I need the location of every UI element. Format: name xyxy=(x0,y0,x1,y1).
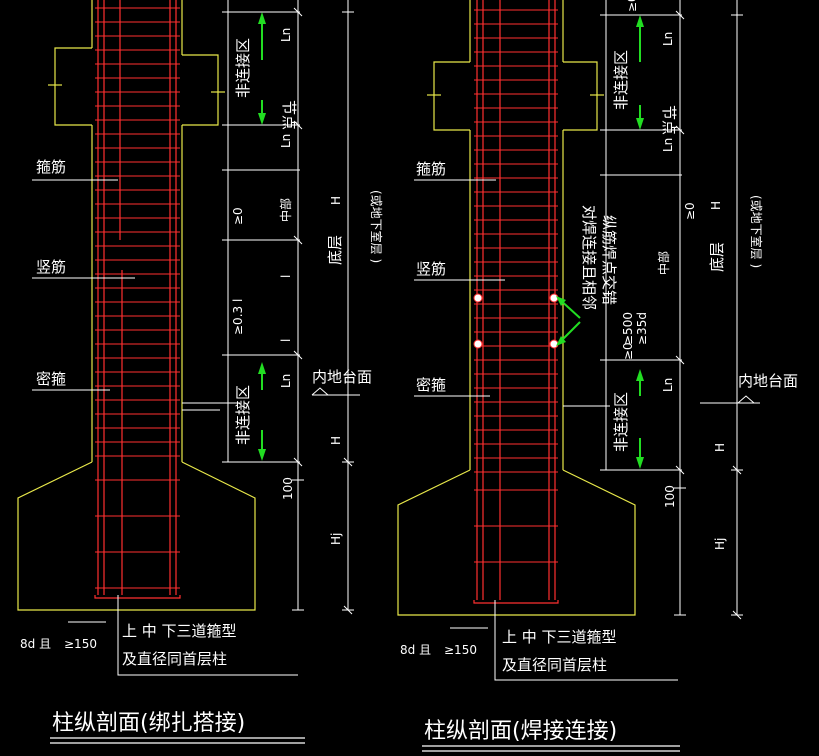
right-note-2: 及直径同首层柱 xyxy=(502,656,607,674)
right-dim-basement: (或地下室层 ) xyxy=(749,195,764,268)
left-column-outline xyxy=(17,0,256,611)
left-dim-ln-1: Ln xyxy=(279,28,293,42)
left-label-floor: 内地台面 xyxy=(312,368,372,386)
left-note-1: 上 中 下三道箍型 xyxy=(122,622,237,640)
right-dim-ln-1: Ln xyxy=(661,32,675,46)
left-column-section: 箍筋 竖筋 密箍 内地台面 非连接区 节点 非连接区 Ln Ln Ln ≥0 中… xyxy=(17,0,384,744)
right-rebar xyxy=(473,0,559,604)
left-note-2: 及直径同首层柱 xyxy=(122,650,227,668)
left-dim-lie-1: l xyxy=(279,275,293,278)
left-dim-ln-2: Ln xyxy=(279,134,293,148)
left-dim-h0: H xyxy=(329,436,343,445)
left-title: 柱纵剖面(绑扎搭接) xyxy=(52,711,245,736)
left-bottom-8d: 8d 且 xyxy=(20,637,51,651)
right-label-hoop: 箍筋 xyxy=(416,160,446,178)
left-dim-floor-level: 底层 xyxy=(326,235,344,265)
right-title-underline xyxy=(422,745,680,752)
left-label-hoop: 箍筋 xyxy=(36,158,66,176)
right-dim-hj: Hj xyxy=(713,538,727,550)
left-dim-lie-2: l xyxy=(279,339,293,342)
left-dim-03lie: ≥0.3 l xyxy=(231,299,245,335)
left-dim-basement: (或地下室层 ) xyxy=(369,190,384,263)
left-leaders xyxy=(32,179,360,676)
weld-point xyxy=(549,339,559,349)
left-floor-symbol xyxy=(311,387,329,396)
right-dim-100: 100 xyxy=(663,485,677,508)
right-dim-floor-level: 底层 xyxy=(708,242,726,272)
right-label-vertical: 竖筋 xyxy=(416,260,446,278)
right-dim-middle: 中部 xyxy=(656,251,671,275)
left-node-text: 节点 xyxy=(280,100,298,130)
left-label-dense: 密箍 xyxy=(36,370,66,388)
left-dim-ge0: ≥0 xyxy=(231,207,245,225)
right-dim-H: H xyxy=(709,201,723,210)
right-zone-top: 非连接区 xyxy=(612,50,630,110)
left-label-vertical: 竖筋 xyxy=(36,258,66,276)
right-dim-35d: ≥35d xyxy=(635,312,649,345)
left-stirrups xyxy=(95,7,180,589)
right-dim-ge0-top: ≥0 xyxy=(625,0,639,12)
right-leaders xyxy=(414,179,760,681)
right-dim-h0: H xyxy=(713,443,727,452)
right-label-dense: 密箍 xyxy=(416,376,446,394)
right-weld-note-1: 对焊连接且相邻 xyxy=(580,205,598,310)
right-node-text: 节点 xyxy=(660,105,678,135)
right-dim-ge0-low: ≥0 xyxy=(621,342,635,360)
right-dim-ln-2: Ln xyxy=(661,138,675,152)
right-label-floor: 内地台面 xyxy=(738,372,798,390)
left-dim-ln-3: Ln xyxy=(279,374,293,388)
weld-point xyxy=(549,293,559,303)
left-zone-top: 非连接区 xyxy=(234,38,252,98)
left-arrows xyxy=(258,12,266,461)
left-rebar xyxy=(94,0,181,599)
right-dim-ge0-mid: ≥0 xyxy=(683,202,697,220)
left-dimensions xyxy=(222,0,354,615)
right-title: 柱纵剖面(焊接连接) xyxy=(424,719,617,744)
right-column-outline xyxy=(397,0,636,616)
left-dim-middle: 中部 xyxy=(278,198,293,222)
right-stirrups xyxy=(474,9,558,563)
right-dim-500: ≥500 xyxy=(621,312,635,345)
weld-point xyxy=(473,293,483,303)
right-bottom-ge150: ≥150 xyxy=(444,643,477,657)
right-arrows xyxy=(636,15,644,469)
right-dimensions xyxy=(600,0,743,620)
right-dim-ln-3: Ln xyxy=(661,378,675,392)
right-floor-symbol xyxy=(737,395,755,404)
right-zone-bottom: 非连接区 xyxy=(612,392,630,452)
right-column-section: 箍筋 竖筋 密箍 内地台面 非连接区 节点 非连接区 Ln Ln Ln ≥0 中… xyxy=(397,0,798,752)
right-bottom-8d: 8d 且 xyxy=(400,643,431,657)
right-note-1: 上 中 下三道箍型 xyxy=(502,628,617,646)
left-zone-bottom: 非连接区 xyxy=(234,385,252,445)
weld-point xyxy=(473,339,483,349)
left-bottom-ge150: ≥150 xyxy=(64,637,97,651)
left-dim-hj: Hj xyxy=(329,533,343,545)
right-weld-arrows xyxy=(556,296,581,346)
left-dim-100: 100 xyxy=(281,477,295,500)
right-weld-note-2: 纵筋焊点交错 xyxy=(600,215,618,305)
right-weld-markers xyxy=(473,293,559,349)
left-dim-H: H xyxy=(329,196,343,205)
left-title-underline xyxy=(50,737,305,744)
